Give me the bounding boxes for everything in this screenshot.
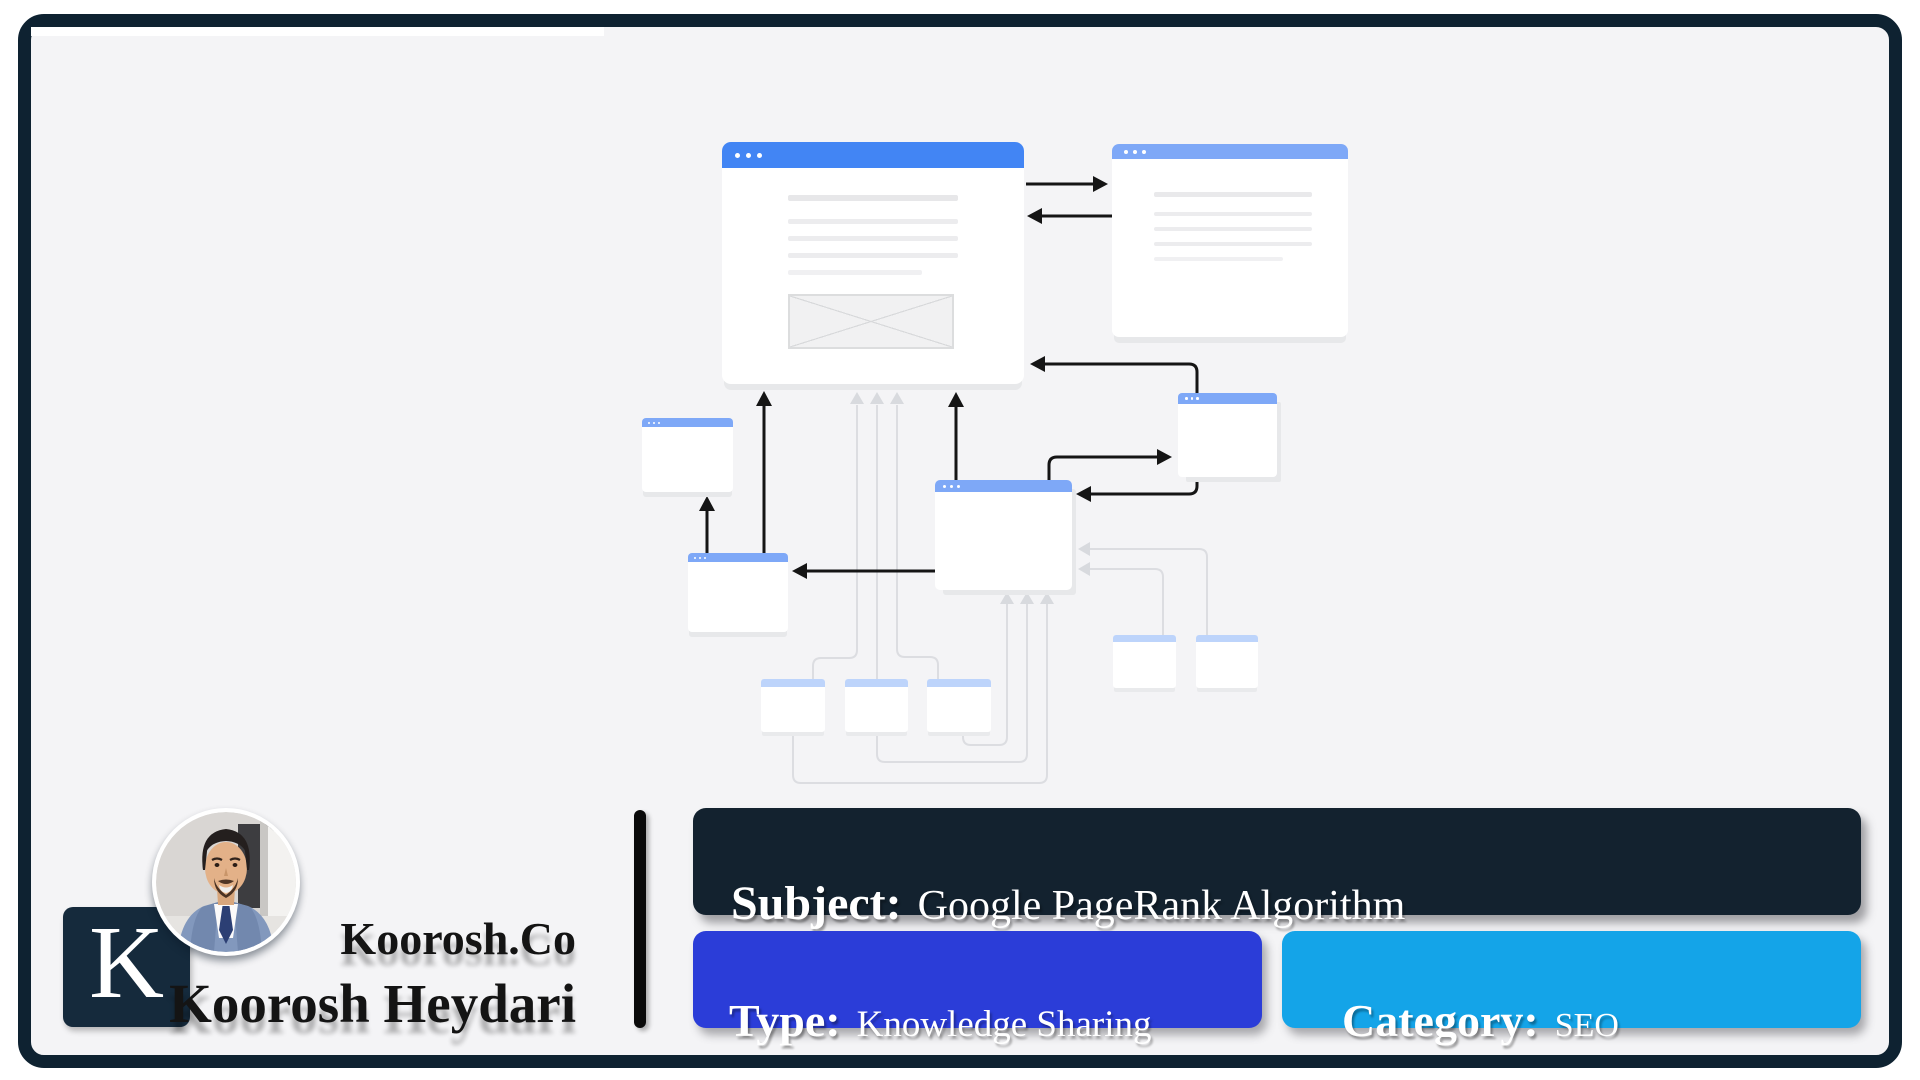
window-traffic-dots-icon xyxy=(1124,149,1146,154)
category-label: Category: xyxy=(1342,995,1539,1046)
window-titlebar xyxy=(688,553,788,562)
brand-author-name: Koorosh Heydari xyxy=(169,973,576,1034)
image-placeholder-icon xyxy=(788,294,954,349)
text-line xyxy=(788,253,958,258)
text-line xyxy=(788,219,958,224)
subject-label: Subject: xyxy=(731,877,902,930)
browser-window-mid-right xyxy=(1178,393,1277,477)
frame-top-artifact xyxy=(31,27,604,36)
browser-window-bottom-3 xyxy=(927,679,991,732)
text-line xyxy=(788,195,958,201)
window-titlebar xyxy=(1178,393,1277,404)
category-bar: Category: SEO xyxy=(1282,931,1861,1046)
text-line xyxy=(1154,227,1312,231)
window-titlebar xyxy=(1112,144,1348,159)
window-titlebar xyxy=(722,142,1024,168)
browser-window-left-small xyxy=(642,418,733,492)
window-titlebar xyxy=(642,418,733,427)
brand-company-name: Koorosh.Co xyxy=(340,913,576,964)
text-line xyxy=(1154,212,1312,216)
window-traffic-dots-icon xyxy=(943,484,960,488)
window-traffic-dots-icon xyxy=(694,556,706,559)
k-logo-letter: K xyxy=(88,905,165,1020)
text-line xyxy=(1154,242,1312,246)
browser-window-bottom-2 xyxy=(845,679,908,732)
vertical-divider xyxy=(634,810,646,1028)
window-titlebar xyxy=(761,679,825,687)
browser-window-bottom-right-1 xyxy=(1113,635,1176,688)
window-titlebar xyxy=(1196,635,1258,642)
browser-window-left-lower xyxy=(688,553,788,632)
type-value: Knowledge Sharing xyxy=(856,1004,1152,1045)
window-titlebar xyxy=(1113,635,1176,642)
avatar xyxy=(152,808,300,956)
browser-window-center xyxy=(935,480,1072,590)
browser-window-main xyxy=(722,142,1024,384)
subject-value: Google PageRank Algorithm xyxy=(917,883,1406,929)
text-line xyxy=(788,270,922,275)
text-line xyxy=(1154,257,1283,261)
text-line xyxy=(788,236,958,241)
type-bar: Type: Knowledge Sharing xyxy=(693,931,1262,1046)
window-traffic-dots-icon xyxy=(648,421,660,424)
browser-window-bottom-1 xyxy=(761,679,825,732)
browser-window-top-right xyxy=(1112,144,1348,337)
browser-window-bottom-right-2 xyxy=(1196,635,1258,688)
window-traffic-dots-icon xyxy=(735,152,762,158)
subject-bar: Subject: Google PageRank Algorithm xyxy=(693,808,1861,930)
window-titlebar xyxy=(935,480,1072,492)
text-line xyxy=(1154,192,1312,197)
avatar-photo xyxy=(156,812,296,952)
category-value: SEO xyxy=(1554,1007,1619,1044)
window-titlebar xyxy=(927,679,991,687)
window-traffic-dots-icon xyxy=(1185,397,1199,400)
window-titlebar xyxy=(845,679,908,687)
type-label: Type: xyxy=(729,995,841,1046)
